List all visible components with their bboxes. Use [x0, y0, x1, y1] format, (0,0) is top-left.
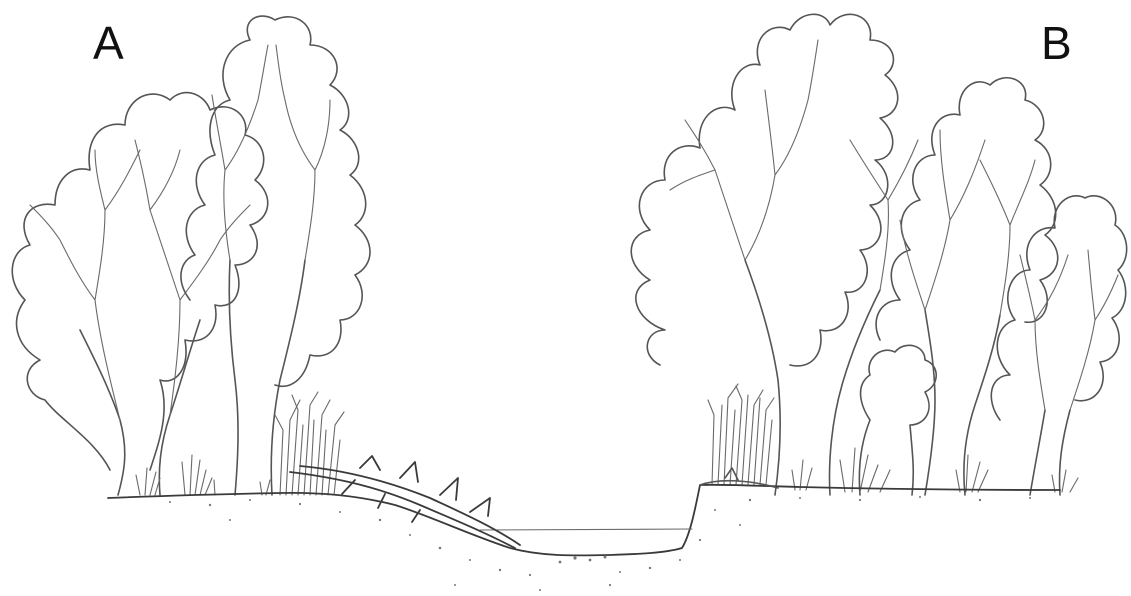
fallen-log: [290, 456, 520, 548]
left-tree-branches: [30, 140, 250, 420]
left-bank-trees: [12, 16, 370, 495]
right-reeds: [708, 384, 774, 485]
left-tall-tree-canopy: [181, 16, 370, 386]
right-tree-trunk-second: [925, 310, 1000, 495]
right-bank-trees: [631, 14, 1126, 495]
right-tree-canopy-far: [991, 196, 1126, 420]
left-tree-trunk: [80, 320, 200, 495]
right-tree-branches-second: [900, 130, 1035, 315]
right-bank-label: B: [1041, 20, 1072, 66]
left-tall-tree-trunk: [229, 260, 305, 495]
sediment-specks: [169, 496, 1031, 591]
water-surface-line: [480, 529, 692, 530]
ground-surface-line: [108, 485, 1060, 556]
right-tree-canopy-main: [631, 14, 897, 366]
stream-channel: [108, 456, 1060, 591]
left-bank-label: A: [93, 20, 124, 66]
left-grass-tufts: [136, 455, 270, 495]
right-small-tree: [859, 345, 936, 495]
right-tree-branches-far: [1020, 250, 1118, 410]
